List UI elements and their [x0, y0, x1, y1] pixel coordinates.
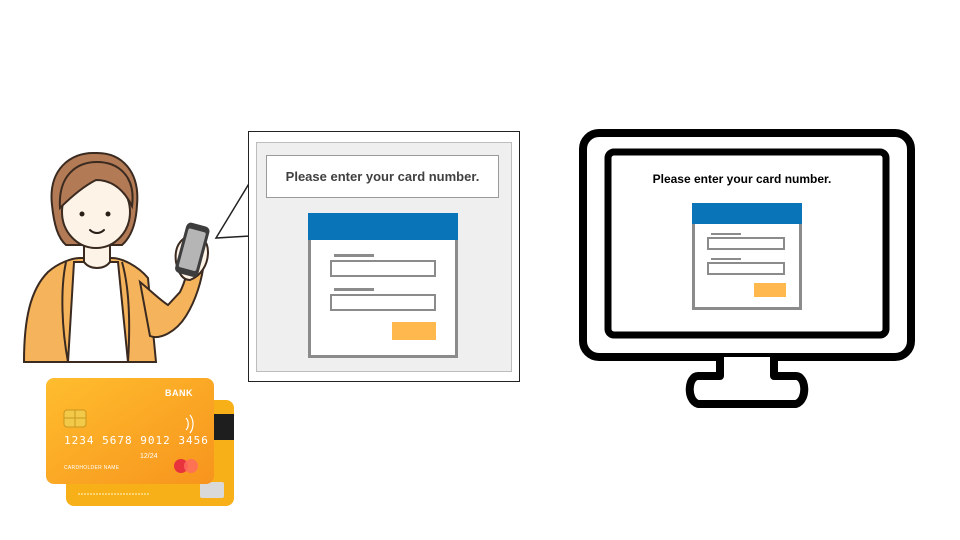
phone-field-label — [334, 254, 374, 257]
monitor-form-header — [692, 203, 802, 224]
card-number: 1234 5678 9012 3456 — [64, 434, 209, 447]
phone-submit-button[interactable] — [392, 322, 436, 340]
monitor-field-label — [711, 233, 741, 235]
card-expiry: 12/24 — [140, 453, 158, 460]
monitor-screen-message: Please enter your card number. — [652, 172, 832, 186]
monitor-field-label — [711, 258, 741, 260]
phone-field-label — [334, 288, 374, 291]
credit-card-icon — [46, 378, 234, 506]
monitor-submit-button[interactable] — [754, 283, 786, 297]
speech-bubble-tail — [214, 181, 251, 239]
phone-card-expiry-field[interactable] — [330, 294, 436, 311]
card-bank-name: BANK — [165, 388, 193, 398]
monitor-icon — [579, 129, 915, 408]
card-holder-name: CARDHOLDER NAME — [64, 465, 120, 471]
monitor-card-number-field[interactable] — [707, 237, 785, 250]
smartphone-icon — [175, 222, 210, 277]
phone-screen-message: Please enter your card number. — [266, 155, 499, 198]
monitor-card-expiry-field[interactable] — [707, 262, 785, 275]
phone-card-number-field[interactable] — [330, 260, 436, 277]
phone-form-header — [308, 213, 458, 240]
